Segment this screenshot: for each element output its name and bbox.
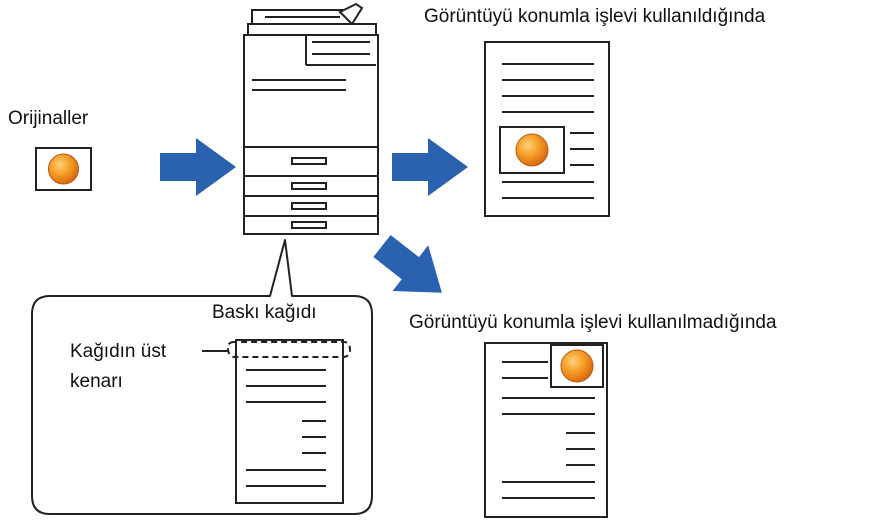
without-function-label: Görüntüyü konumla işlevi kullanılmadığın…	[409, 312, 777, 333]
print-paper-sheet	[235, 339, 344, 504]
top-edge-label: Kağıdın üst	[70, 341, 167, 362]
paper-callout: Baskı kağıdı Kağıdın üst kenarı	[31, 239, 373, 515]
print-paper-label: Baskı kağıdı	[212, 302, 317, 323]
with-function-label: Görüntüyü konumla işlevi kullanıldığında	[424, 6, 766, 27]
top-edge-label-line2: kenarı	[70, 371, 123, 392]
copier-icon	[243, 2, 379, 235]
originals-label: Orijinaller	[8, 108, 89, 129]
orange-circle-icon	[515, 133, 549, 167]
arrow-right-icon	[392, 138, 468, 196]
top-edge-highlight	[226, 341, 352, 358]
arrow-right-icon	[160, 138, 236, 196]
orange-circle-icon	[48, 153, 79, 185]
arrow-down-right-icon	[373, 234, 442, 293]
result-page-without-function	[484, 342, 608, 518]
original-document	[35, 147, 92, 191]
result-page-with-function	[484, 41, 610, 217]
orange-circle-icon	[560, 349, 594, 383]
